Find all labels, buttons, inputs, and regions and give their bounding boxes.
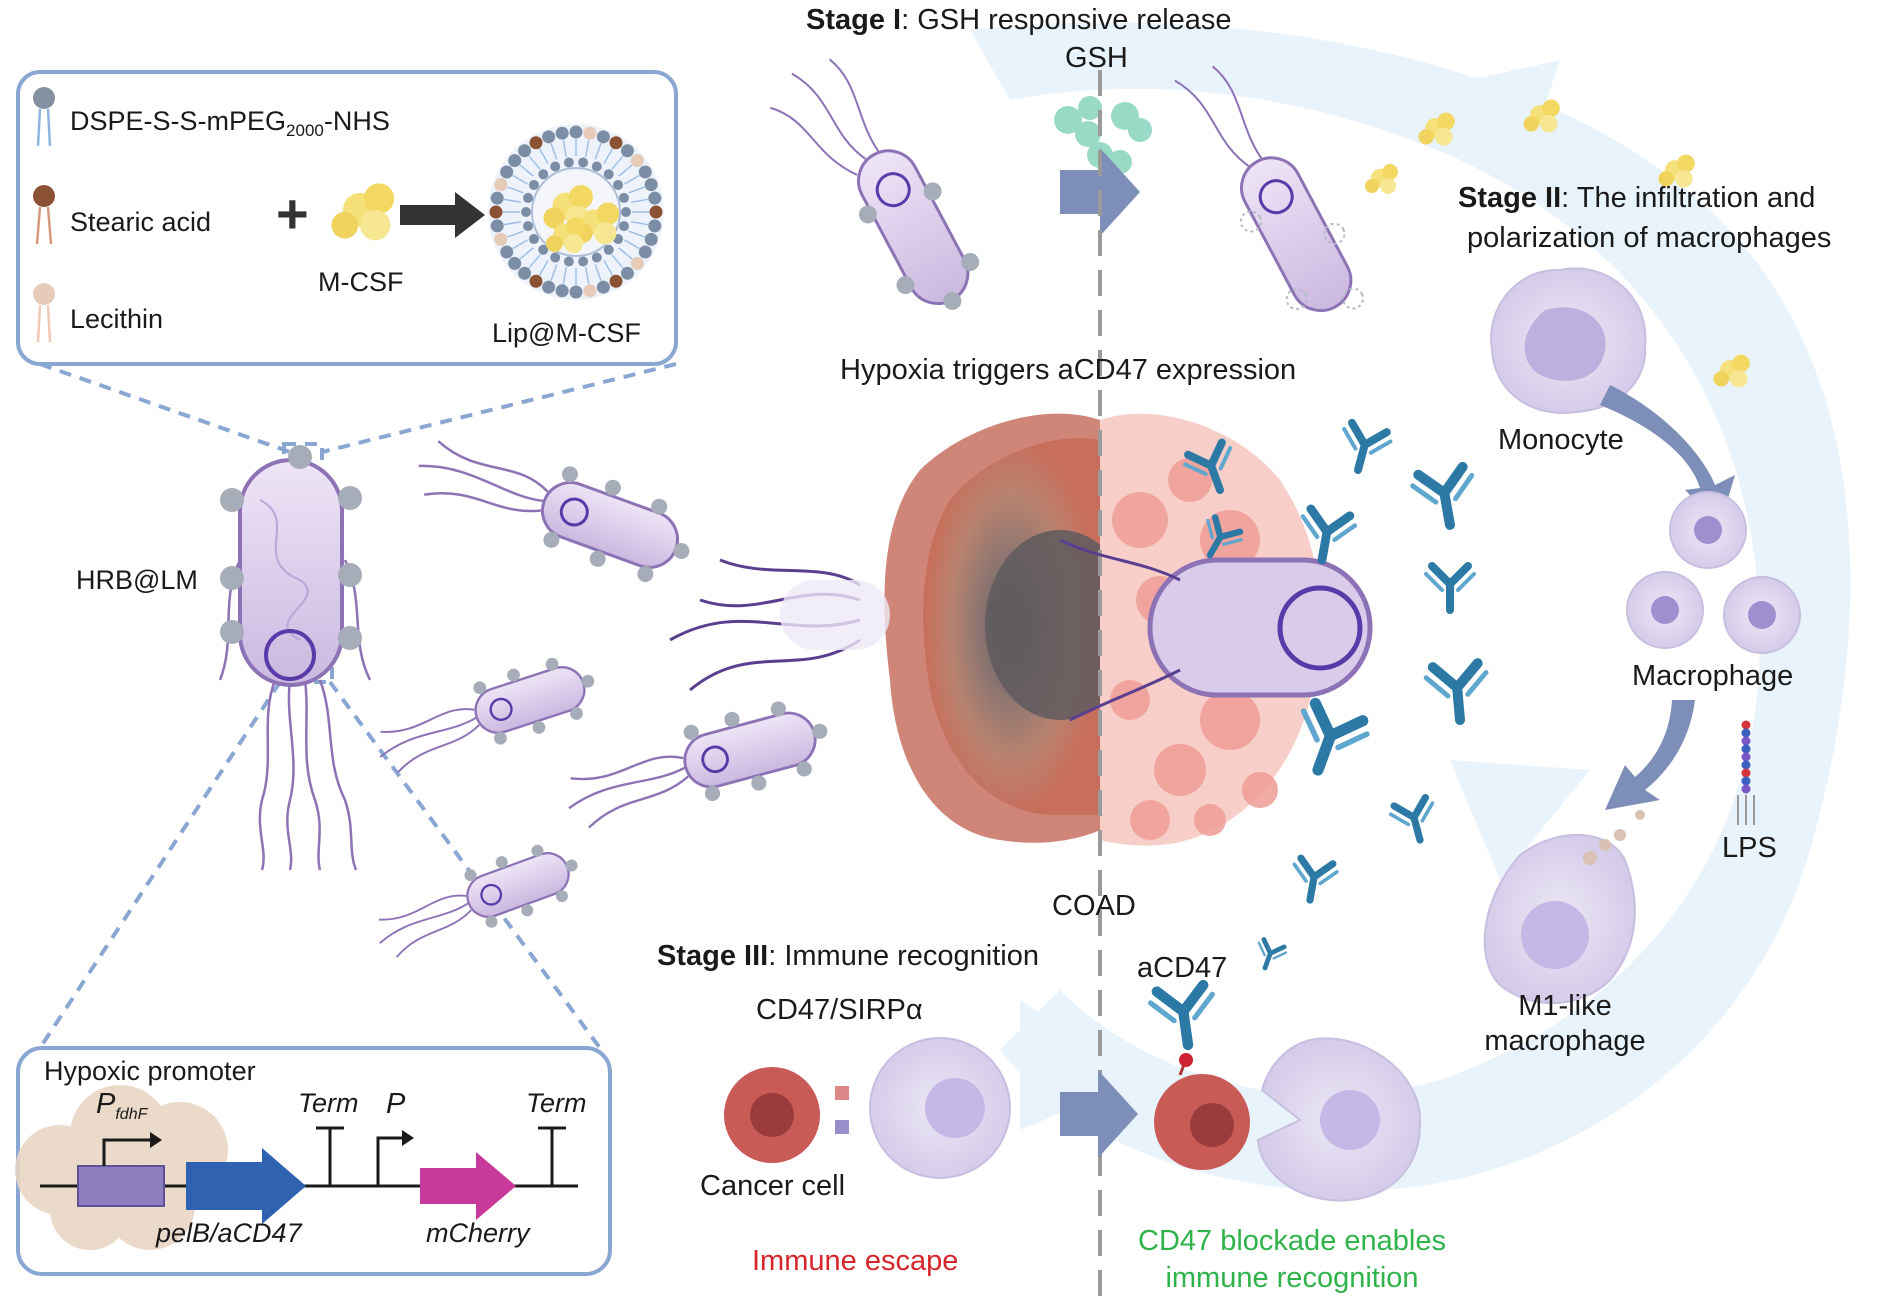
promoter-label: PfdhF (96, 1088, 148, 1123)
macrophage-left (835, 1037, 1011, 1179)
lecithin-icon (33, 283, 55, 343)
cancer-cell-right (1154, 1053, 1250, 1170)
cycle-swirl-background (970, 22, 1851, 1191)
tumor-bacterium (1147, 557, 1373, 698)
plus-icon: + (276, 182, 309, 245)
gene1-label: pelB/aCD47 (156, 1218, 302, 1248)
promoter2-arrow-icon (376, 1136, 408, 1186)
legend-dspe: DSPE-S-S-mPEG2000-NHS (70, 106, 390, 140)
cancer-cell-left (724, 1067, 820, 1163)
immune-escape-label: Immune escape (752, 1245, 959, 1277)
gene2-label: mCherry (426, 1218, 530, 1248)
migrating-bacteria (378, 440, 828, 958)
m1-macrophage-cell (1483, 810, 1645, 1005)
liposome-icon (488, 124, 664, 300)
stage3-arrow-icon (1060, 1070, 1138, 1158)
hypoxia-label: Hypoxia triggers aCD47 expression (840, 354, 1297, 386)
acd47-label: aCD47 (1137, 952, 1228, 984)
stage2-arrow2-icon (1605, 700, 1695, 810)
terminator2-label: Term (526, 1088, 587, 1118)
legend-lecithin: Lecithin (70, 304, 164, 334)
hrb-lm-bacterium (218, 445, 372, 871)
stage2-title-line2: polarization of macrophages (1467, 222, 1832, 254)
gene-pelb-acd47-arrow (186, 1148, 306, 1224)
gsh-label: GSH (1065, 42, 1128, 74)
stage2-arrow1-icon (1600, 385, 1735, 525)
ghost-bacterium (780, 580, 890, 650)
lps-molecule-icon (1737, 720, 1755, 825)
terminator1-label: Term (298, 1088, 359, 1118)
macrophage-label: Macrophage (1632, 660, 1794, 692)
stage1-bacterium-before (770, 58, 980, 310)
lps-label: LPS (1722, 832, 1777, 864)
cd47-sirpa-label: CD47/SIRPα (756, 994, 923, 1026)
stage1-title: Stage I: GSH responsive release (806, 4, 1232, 36)
zoom-guide-lines (38, 362, 677, 1050)
bacterium-label: HRB@LM (76, 565, 198, 595)
blockade-label-line1: CD47 blockade enables (1138, 1225, 1446, 1257)
macrophage-right-engulfing (1256, 1037, 1422, 1202)
stearic-acid-icon (33, 185, 55, 245)
free-antibody-icon (1149, 984, 1219, 1049)
macrophage-cells (1626, 491, 1801, 654)
gene-mcherry-arrow (420, 1152, 516, 1220)
cancer-cell-label: Cancer cell (700, 1170, 846, 1202)
m1-label-line2: macrophage (1484, 1025, 1646, 1057)
terminator2-icon (538, 1126, 566, 1186)
promoter-arrow-icon (102, 1138, 158, 1166)
tumor-label: COAD (1052, 890, 1136, 922)
monocyte-cell (1490, 267, 1647, 414)
liposome-product-label: Lip@M-CSF (492, 318, 641, 348)
stage2-title-line1: Stage II: The infiltration and (1458, 182, 1816, 214)
reaction-arrow-icon (400, 192, 485, 238)
m1-label-line1: M1-like (1518, 990, 1612, 1022)
monocyte-label: Monocyte (1498, 424, 1624, 456)
promoter-box (77, 1165, 165, 1207)
dspe-lipid-icon (33, 87, 55, 147)
legend-stearic-acid: Stearic acid (70, 207, 212, 237)
promoter2-label: P (386, 1088, 406, 1120)
stage1-bacterium-after (1174, 65, 1365, 313)
gene-panel-title: Hypoxic promoter (44, 1056, 256, 1086)
mcsf-label: M-CSF (318, 267, 404, 297)
stage3-title: Stage III: Immune recognition (657, 940, 1040, 972)
terminator1-icon (316, 1126, 344, 1186)
blockade-label-line2: immune recognition (1165, 1262, 1419, 1294)
